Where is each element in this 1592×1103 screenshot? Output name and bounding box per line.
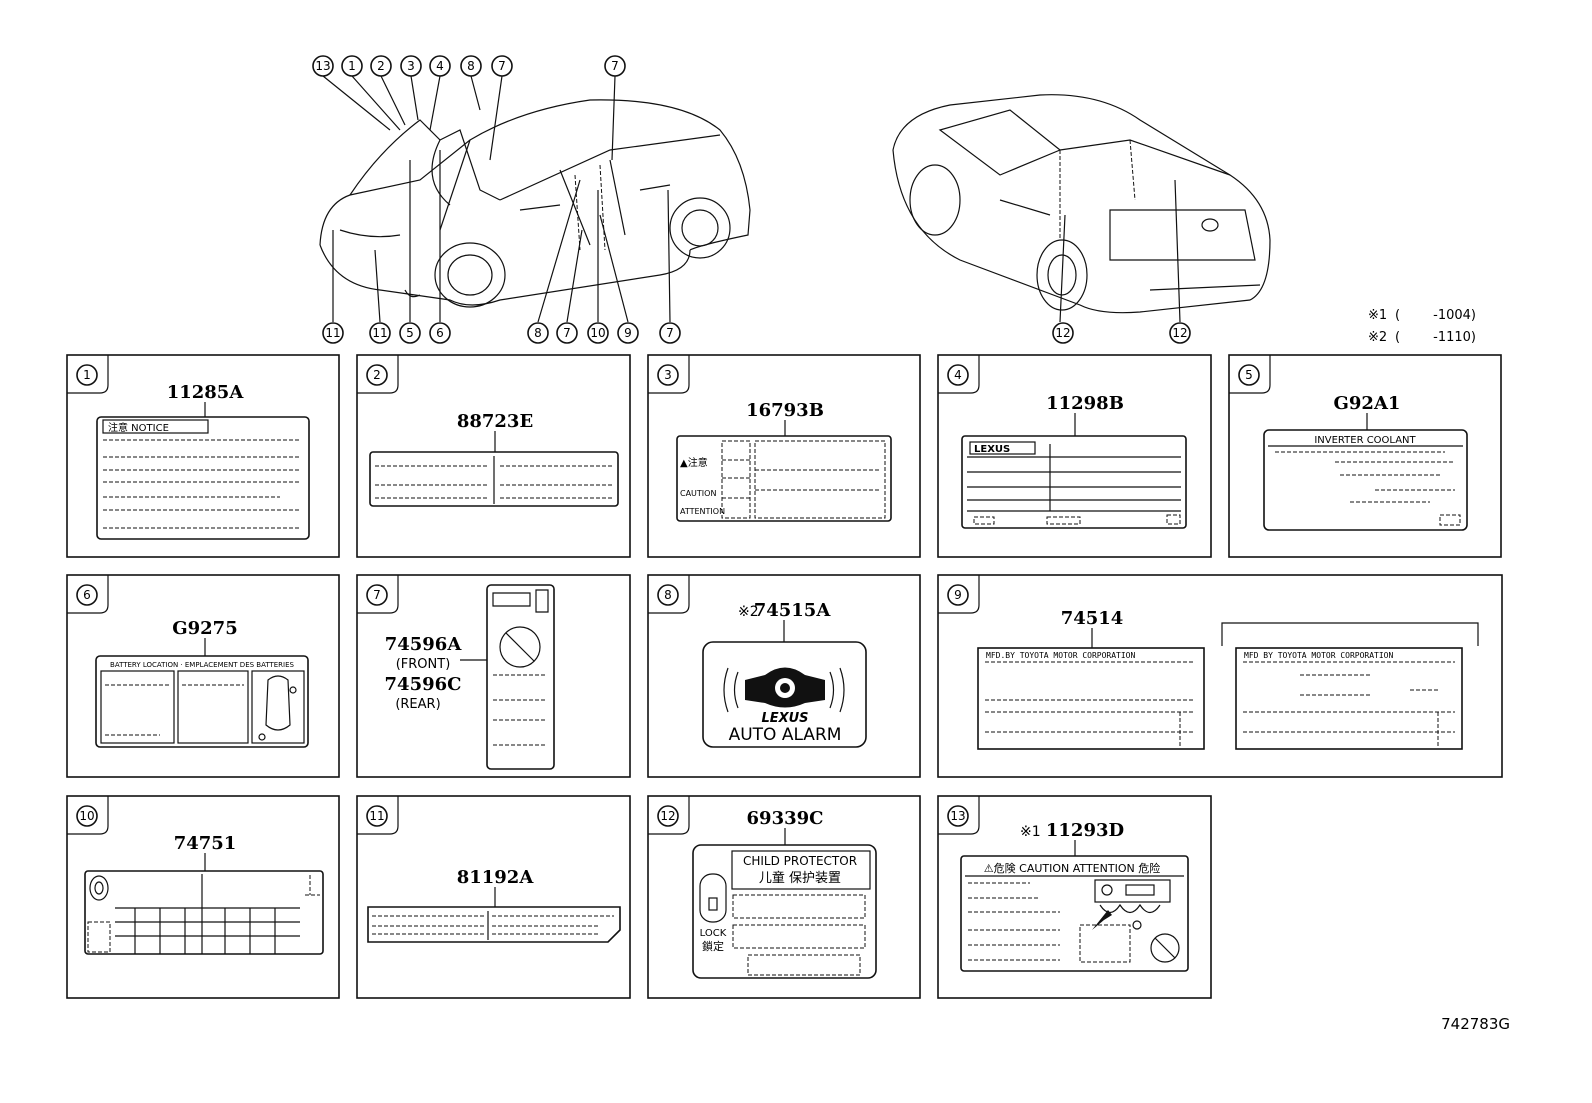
diagram-id: 742783G bbox=[1441, 1015, 1510, 1033]
panel-11: 11 81192A bbox=[356, 795, 631, 999]
panel-5-heading: INVERTER COOLANT bbox=[1314, 435, 1416, 446]
panel-8-part: 74515A bbox=[754, 600, 832, 621]
note-2-text: ( -1110) bbox=[1395, 330, 1476, 345]
callout-13: 13 bbox=[315, 59, 330, 73]
panel-9-number: 9 bbox=[954, 588, 962, 602]
panel-4-part: 11298B bbox=[1046, 393, 1124, 414]
panel-9: 9 74514 MFD.BY TOYOTA MOTOR CORPORATION … bbox=[937, 574, 1503, 778]
panel-5-number: 5 bbox=[1245, 368, 1253, 382]
callout-12: 12 bbox=[1055, 326, 1070, 340]
panel-7-part-1-note: (FRONT) bbox=[396, 657, 451, 672]
callout-11: 11 bbox=[325, 326, 340, 340]
panel-13-part: 11293D bbox=[1046, 820, 1124, 841]
panel-3-part: 16793B bbox=[746, 400, 824, 421]
panel-12-part: 69339C bbox=[747, 808, 824, 829]
panel-4-number: 4 bbox=[954, 368, 962, 382]
panel-6-heading: BATTERY LOCATION · EMPLACEMENT DES BATTE… bbox=[110, 661, 295, 669]
panel-11-part: 81192A bbox=[457, 867, 535, 888]
callout-6: 6 bbox=[436, 326, 444, 340]
panel-7-part-2: 74596C bbox=[385, 674, 462, 695]
callout-7: 7 bbox=[498, 59, 506, 73]
panel-13-number: 13 bbox=[950, 809, 965, 823]
panel-8-number: 8 bbox=[664, 588, 672, 602]
note-2-mark: ※2 bbox=[1368, 330, 1387, 345]
note-1-text: ( -1004) bbox=[1395, 308, 1476, 323]
panel-12-heading: CHILD PROTECTOR bbox=[743, 854, 857, 868]
panel-5-part: G92A1 bbox=[1334, 393, 1401, 414]
callout-4: 4 bbox=[436, 59, 444, 73]
callout-8b: 8 bbox=[534, 326, 542, 340]
panel-12: 12 69339C CHILD PROTECTOR 儿童 保护装置 LOCK 鎖… bbox=[647, 795, 921, 999]
panel-12-side-2: 鎖定 bbox=[702, 939, 724, 953]
callout-7c: 7 bbox=[563, 326, 571, 340]
panel-1-part: 11285A bbox=[167, 382, 245, 403]
rear-callouts: 12 12 bbox=[1052, 322, 1191, 344]
panel-8-caption: AUTO ALARM bbox=[729, 725, 842, 745]
panel-10-number: 10 bbox=[79, 809, 94, 823]
panel-1-heading: 注意 NOTICE bbox=[108, 421, 169, 434]
panel-3-side-1: ▲注意 bbox=[680, 456, 708, 469]
panel-7: 7 74596A (FRONT) 74596C (REAR) bbox=[356, 574, 631, 778]
panel-7-part-2-note: (REAR) bbox=[395, 697, 440, 712]
panel-6-number: 6 bbox=[83, 588, 91, 602]
model-notes: ※1 ( -1004) ※2 ( -1110) bbox=[1368, 308, 1476, 345]
front-callout-leaders bbox=[322, 75, 671, 323]
panel-4: 4 11298B LEXUS bbox=[937, 354, 1212, 558]
callout-8: 8 bbox=[467, 59, 475, 73]
panel-8: 8 ※2 74515A LEXUS AUTO ALARM bbox=[647, 574, 921, 778]
panel-2: 2 88723E bbox=[356, 354, 631, 558]
callout-10: 10 bbox=[590, 326, 605, 340]
callout-3: 3 bbox=[407, 59, 415, 73]
rear-car-illustration bbox=[892, 94, 1271, 323]
callout-2: 2 bbox=[377, 59, 385, 73]
front-callouts-top: 13 1 2 3 4 8 7 7 bbox=[312, 55, 626, 77]
panel-3-side-3: ATTENTION bbox=[680, 507, 725, 516]
panel-5: 5 G92A1 INVERTER COOLANT bbox=[1228, 354, 1502, 558]
panel-13-prefix: ※1 bbox=[1020, 824, 1041, 840]
panel-11-number: 11 bbox=[369, 809, 384, 823]
front-callouts-bottom: 11 11 5 6 8 7 10 9 7 bbox=[322, 322, 681, 344]
panel-8-prefix: ※2 bbox=[738, 604, 759, 620]
panel-3-side-2: CAUTION bbox=[680, 489, 716, 498]
panel-9-heading-2: MFD BY TOYOTA MOTOR CORPORATION bbox=[1244, 651, 1393, 660]
panel-10-part: 74751 bbox=[174, 833, 237, 854]
panel-13: 13 ※1 11293D ⚠危険 CAUTION ATTENTION 危险 bbox=[937, 795, 1212, 999]
callout-7d: 7 bbox=[666, 326, 674, 340]
panel-6: 6 G9275 BATTERY LOCATION · EMPLACEMENT D… bbox=[66, 574, 340, 778]
panel-13-heading: ⚠危険 CAUTION ATTENTION 危险 bbox=[984, 861, 1160, 875]
panel-1: 1 11285A 注意 NOTICE bbox=[66, 354, 340, 558]
panel-12-heading-2: 儿童 保护装置 bbox=[759, 870, 841, 886]
callout-11b: 11 bbox=[372, 326, 387, 340]
panel-8-brand: LEXUS bbox=[761, 711, 808, 726]
panel-12-number: 12 bbox=[660, 809, 675, 823]
panel-2-part: 88723E bbox=[457, 411, 533, 432]
panel-3: 3 16793B ▲注意 CAUTION ATTENTION bbox=[647, 354, 921, 558]
panel-7-number: 7 bbox=[373, 588, 381, 602]
panel-1-number: 1 bbox=[83, 368, 91, 382]
note-1-mark: ※1 bbox=[1368, 308, 1387, 323]
front-car-illustration bbox=[319, 99, 751, 308]
callout-7b: 7 bbox=[611, 59, 619, 73]
panel-9-part: 74514 bbox=[1061, 608, 1124, 629]
callout-5: 5 bbox=[406, 326, 414, 340]
callout-12b: 12 bbox=[1172, 326, 1187, 340]
panel-7-part-1: 74596A bbox=[385, 634, 463, 655]
panel-3-number: 3 bbox=[664, 368, 672, 382]
panel-2-number: 2 bbox=[373, 368, 381, 382]
callout-9: 9 bbox=[624, 326, 632, 340]
panel-12-side: LOCK bbox=[700, 928, 727, 939]
panel-9-heading-1: MFD.BY TOYOTA MOTOR CORPORATION bbox=[986, 651, 1135, 660]
panel-4-brand: LEXUS bbox=[974, 444, 1010, 455]
panel-6-part: G9275 bbox=[172, 618, 237, 639]
callout-1: 1 bbox=[348, 59, 356, 73]
panel-10: 10 74751 bbox=[66, 795, 340, 999]
